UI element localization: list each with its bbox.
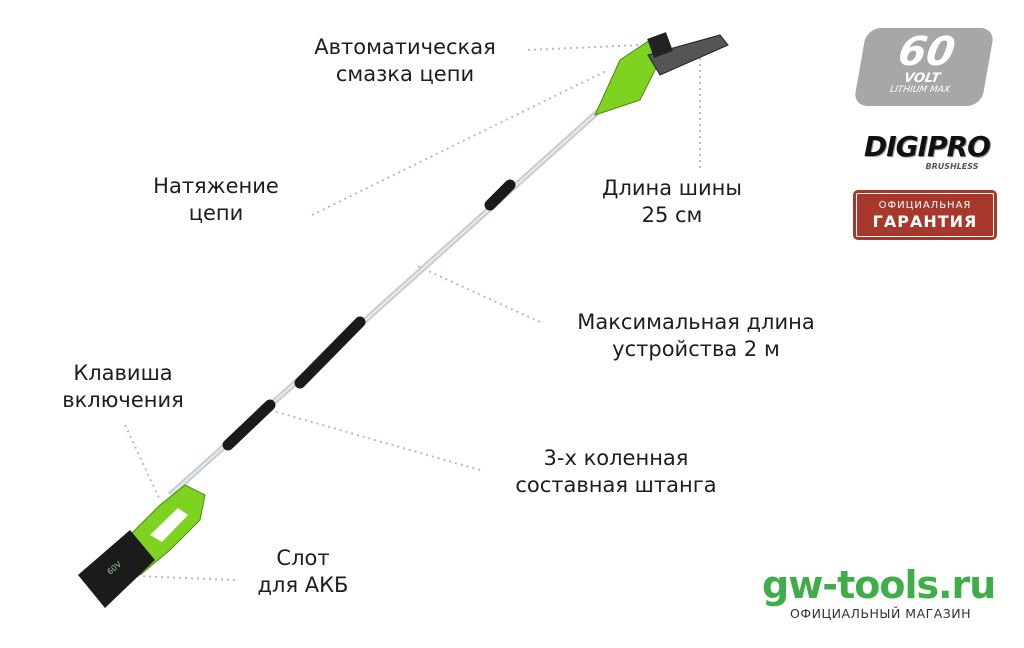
volt-number: 60 <box>894 29 959 75</box>
callout-text: составная штанга <box>515 473 717 497</box>
callout-line-oiling <box>527 44 641 51</box>
callout-text: Длина шины <box>602 176 742 200</box>
callout-text: включения <box>62 388 184 412</box>
brand-tagline: ОФИЦИАЛЬНЫЙ МАГАЗИН <box>790 606 972 621</box>
callout-text: 25 см <box>641 203 703 227</box>
callout-pole: 3-х коленная составная штанга <box>480 438 752 506</box>
pole-grips <box>222 179 516 451</box>
digipro-text: DIGIPRO <box>864 130 991 163</box>
callout-text: Натяжение <box>153 174 279 198</box>
callout-line-switch <box>124 424 161 501</box>
max-text: MAX <box>928 85 951 95</box>
callout-text: устройства 2 м <box>612 337 780 361</box>
callout-text: 3-х коленная <box>543 446 689 470</box>
digipro-logo: DIGIPRO BRUSHLESS <box>852 132 1002 172</box>
callout-power-switch: Клавиша включения <box>36 352 210 422</box>
callout-line-pole <box>269 409 481 471</box>
callout-text: Автоматическая <box>314 35 496 59</box>
callout-line-length <box>414 264 541 323</box>
callout-lines <box>109 44 701 581</box>
lithium-text: LITHIUM <box>889 85 928 95</box>
callout-text: смазка цепи <box>335 62 475 86</box>
callout-text: Клавиша <box>73 361 173 385</box>
callout-chain-oiling: Автоматическая смазка цепи <box>282 28 528 94</box>
callout-battery-slot: Слот для АКБ <box>232 538 374 606</box>
brushless-text: BRUSHLESS <box>925 162 979 171</box>
callout-text: Максимальная длина <box>577 310 815 334</box>
battery-pack: 60V <box>78 530 155 608</box>
warranty-line2: ГАРАНТИЯ <box>872 212 978 231</box>
official-warranty-badge: ОФИЦИАЛЬНАЯ ГАРАНТИЯ <box>853 190 997 240</box>
warranty-line1: ОФИЦИАЛЬНАЯ <box>878 200 972 211</box>
saw-head <box>594 32 729 116</box>
callout-text: цепи <box>188 201 244 225</box>
brand-site: gw-tools.ru <box>762 563 996 607</box>
callout-chain-tension: Натяжение цепи <box>118 166 314 234</box>
callout-bar-length: Длина шины 25 см <box>566 168 778 236</box>
60-volt-logo: 60 VOLT LITHIUM MAX <box>853 28 995 106</box>
callout-text: для АКБ <box>257 573 349 597</box>
callout-max-length: Максимальная длина устройства 2 м <box>538 302 854 370</box>
volt-text: VOLT <box>902 71 942 86</box>
callout-line-tension <box>311 69 609 216</box>
brand-logo: gw-tools.ru ОФИЦИАЛЬНЫЙ МАГАЗИН <box>762 564 1002 622</box>
callout-text: Слот <box>276 546 330 570</box>
